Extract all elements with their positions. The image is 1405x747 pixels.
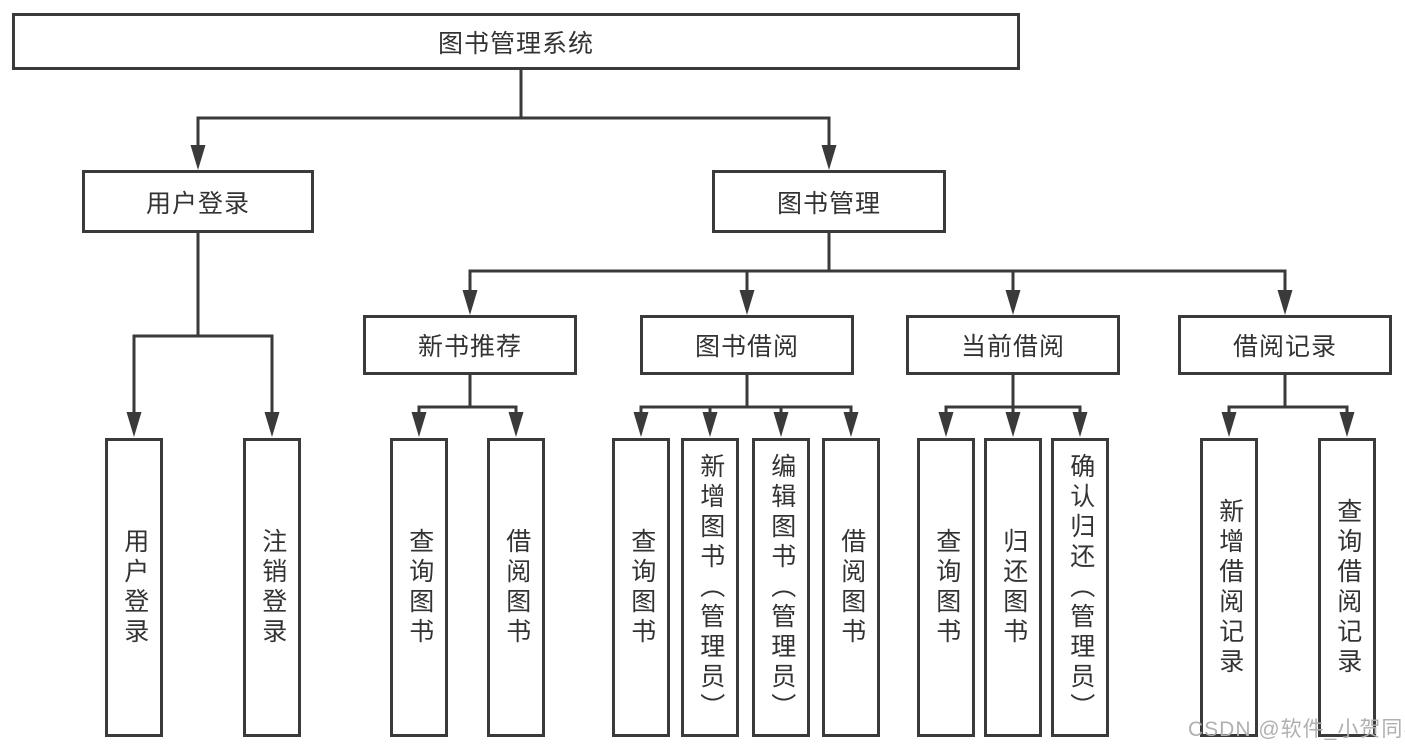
leaf-return-book: 归还图书 (984, 438, 1042, 737)
arrowhead-icon (508, 412, 524, 437)
leaf-borrow-books-borrowing: 借阅图书 (822, 438, 880, 737)
node-borrowing-records: 借阅记录 (1178, 315, 1392, 375)
arrowhead-icon (1277, 290, 1293, 315)
connector-user-login-to-leaves (126, 233, 280, 437)
arrowhead-icon (462, 290, 478, 315)
node-label: 借阅记录 (1232, 333, 1337, 361)
node-label: 用户登录 (145, 189, 250, 218)
node-label: 新书推荐 (417, 333, 522, 361)
leaf-label: 编辑图书（管理员） (767, 452, 796, 723)
arrowhead-icon (739, 290, 755, 315)
connector-new-book-recommendation-to-leaves (411, 375, 524, 437)
arrowhead-icon (1005, 412, 1021, 437)
leaf-edit-book-admin: 编辑图书（管理员） (752, 438, 810, 737)
node-label: 图书管理 (776, 189, 881, 218)
arrowhead-icon (1221, 412, 1237, 437)
node-book-borrowing: 图书借阅 (640, 315, 854, 375)
leaf-label: 借阅图书 (837, 527, 866, 648)
leaf-label: 注销登录 (258, 527, 287, 648)
arrowhead-icon (1339, 412, 1355, 437)
connector-book-borrowing-to-leaves (633, 375, 859, 437)
connector-book-management-to-level3 (462, 233, 1293, 315)
leaf-label: 用户登录 (120, 527, 149, 648)
node-label: 图书管理系统 (437, 29, 594, 58)
leaf-query-books-current: 查询图书 (917, 438, 975, 737)
arrowhead-icon (264, 412, 280, 437)
leaf-add-borrow-record: 新增借阅记录 (1200, 438, 1258, 737)
leaf-label: 查询图书 (405, 527, 434, 648)
leaf-label: 新增借阅记录 (1215, 497, 1244, 678)
leaf-borrow-books-recommend: 借阅图书 (487, 438, 545, 737)
leaf-label: 确认归还（管理员） (1066, 452, 1095, 723)
leaf-query-borrow-record: 查询借阅记录 (1318, 438, 1376, 737)
leaf-add-book-admin: 新增图书（管理员） (681, 438, 739, 737)
leaf-label: 查询图书 (932, 527, 961, 648)
arrowhead-icon (411, 412, 427, 437)
connector-root-to-level2 (190, 70, 837, 170)
arrowhead-icon (633, 412, 649, 437)
leaf-label: 借阅图书 (502, 527, 531, 648)
node-new-book-recommendation: 新书推荐 (363, 315, 577, 375)
arrowhead-icon (1072, 412, 1088, 437)
arrowhead-icon (702, 412, 718, 437)
node-current-borrowing: 当前借阅 (906, 315, 1120, 375)
leaf-label: 查询借阅记录 (1333, 497, 1362, 678)
arrowhead-icon (773, 412, 789, 437)
watermark: CSDN @软件_小贺同学 (1188, 718, 1405, 741)
leaf-confirm-return-admin: 确认归还（管理员） (1051, 438, 1109, 737)
leaf-label: 归还图书 (999, 527, 1028, 648)
arrowhead-icon (938, 412, 954, 437)
node-book-management: 图书管理 (712, 170, 946, 233)
arrowhead-icon (821, 145, 837, 170)
node-user-login: 用户登录 (82, 170, 314, 233)
node-library-management-system: 图书管理系统 (12, 13, 1020, 70)
arrowhead-icon (843, 412, 859, 437)
leaf-user-login: 用户登录 (105, 438, 163, 737)
node-label: 当前借阅 (960, 333, 1065, 361)
leaf-query-books-recommend: 查询图书 (390, 438, 448, 737)
leaf-query-books-borrowing: 查询图书 (612, 438, 670, 737)
arrowhead-icon (1005, 290, 1021, 315)
leaf-label: 新增图书（管理员） (696, 452, 725, 723)
connector-current-borrowing-to-leaves (938, 375, 1088, 437)
arrowhead-icon (190, 145, 206, 170)
connector-borrowing-records-to-leaves (1221, 375, 1355, 437)
node-label: 图书借阅 (694, 333, 799, 361)
leaf-label: 查询图书 (627, 527, 656, 648)
leaf-logout: 注销登录 (243, 438, 301, 737)
arrowhead-icon (126, 412, 142, 437)
